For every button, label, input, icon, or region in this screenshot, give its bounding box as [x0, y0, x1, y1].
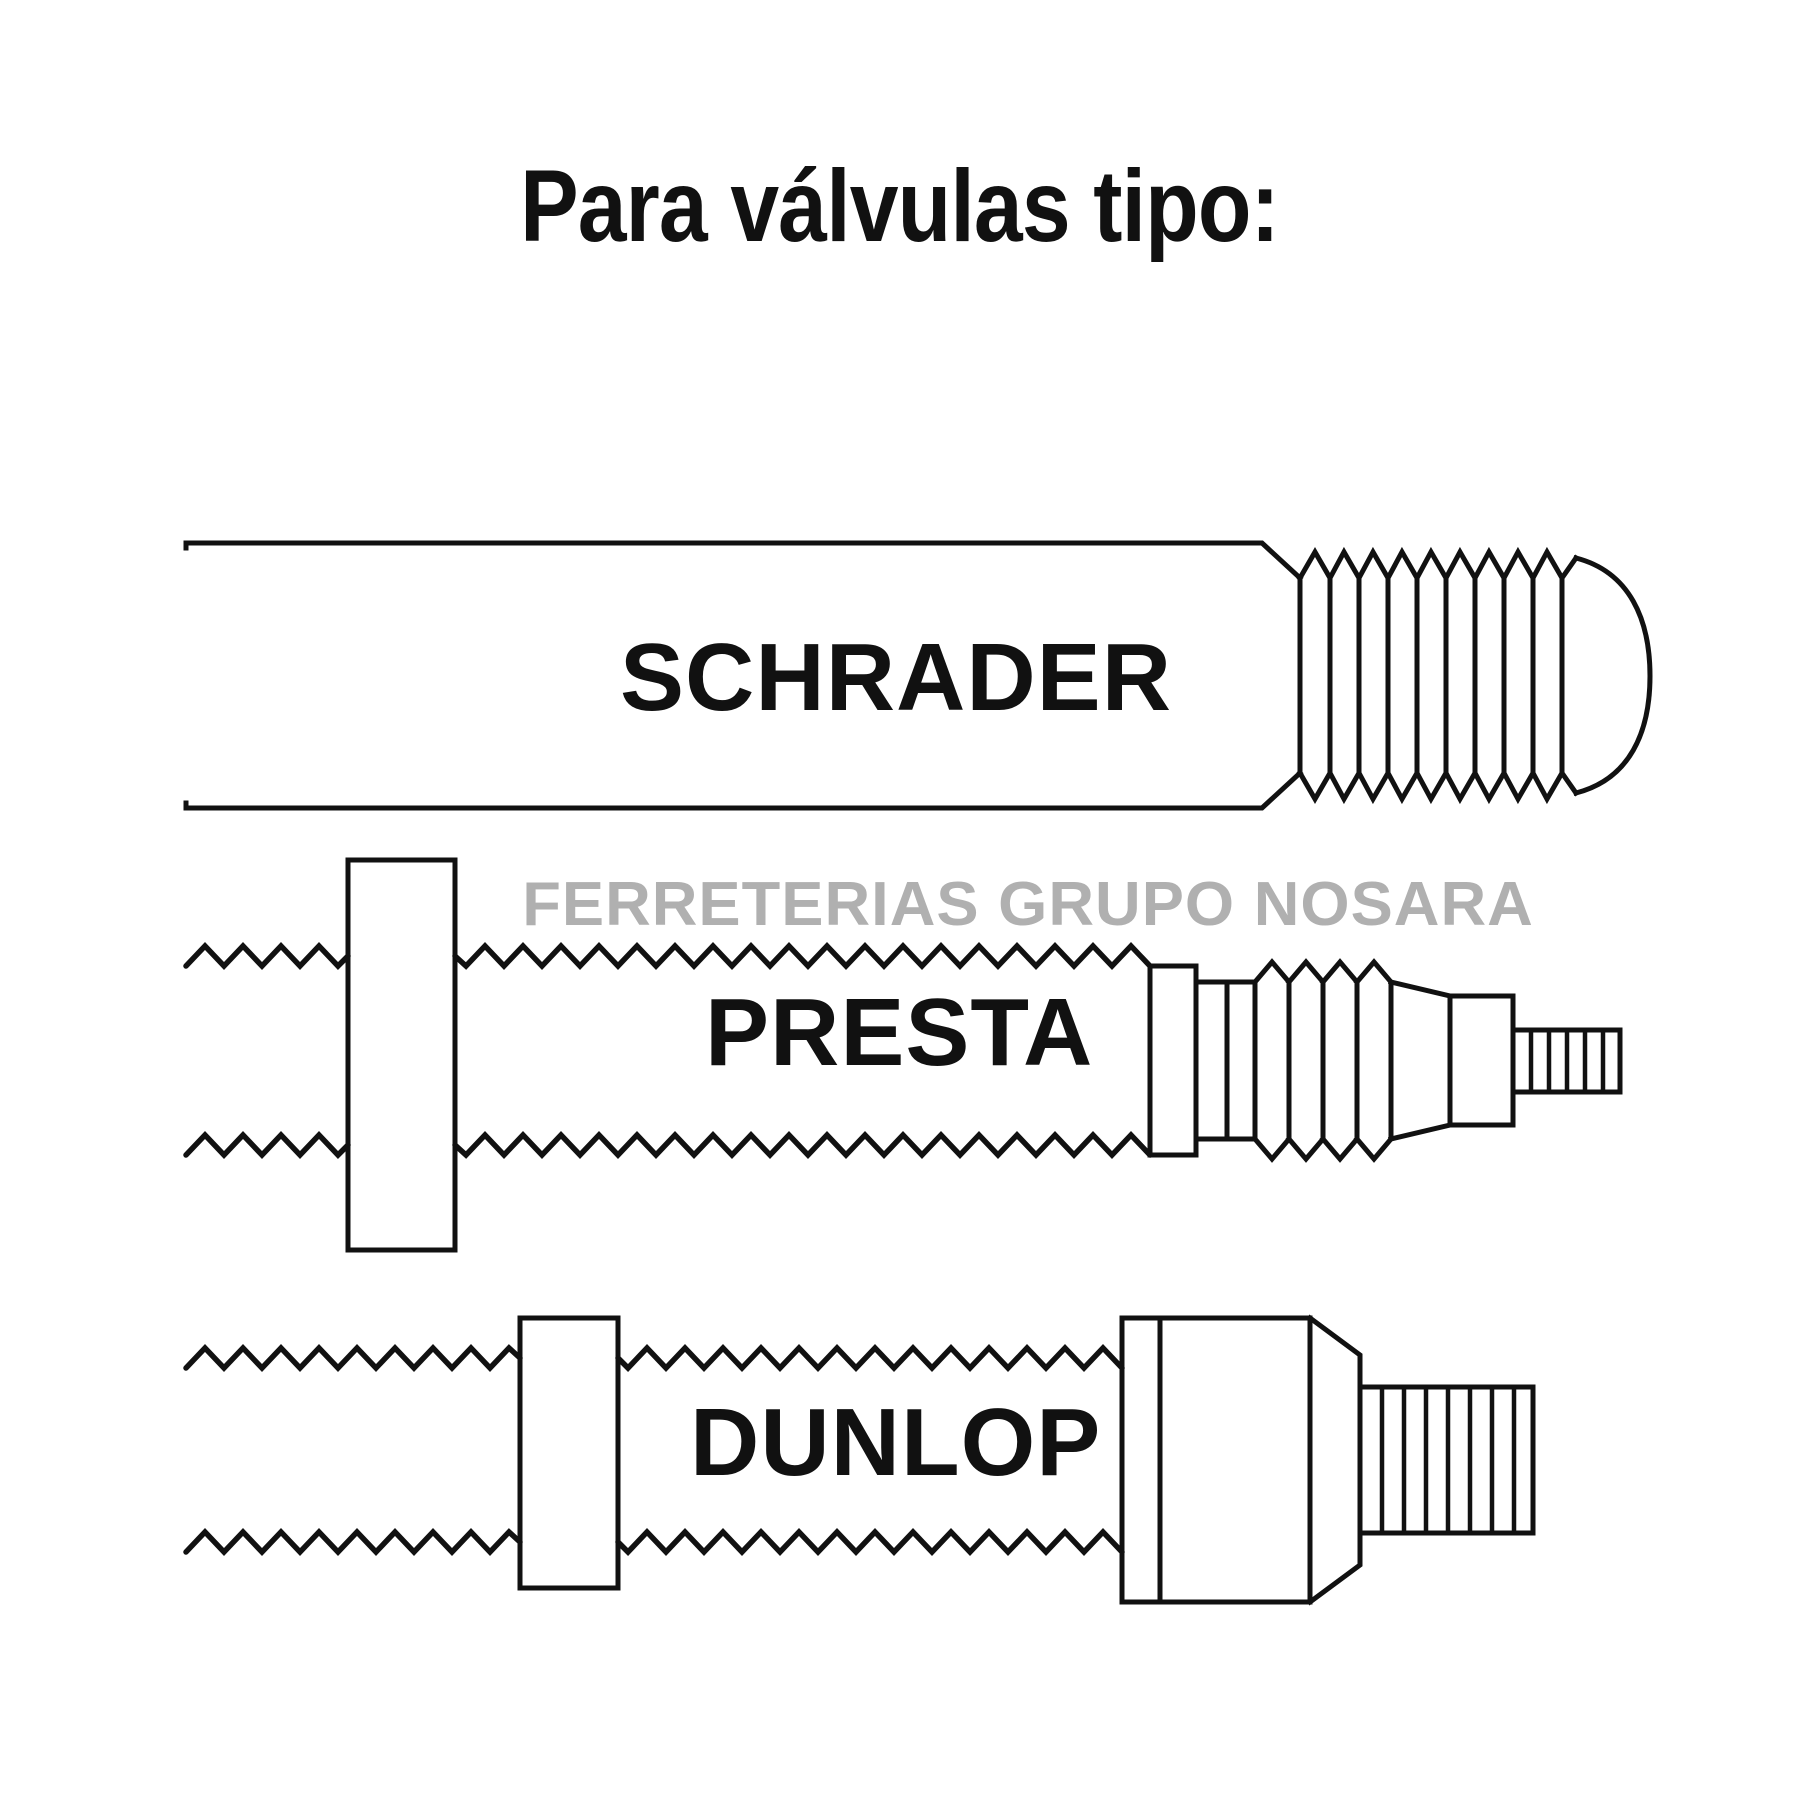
dunlop-head-chamfer	[1306, 1314, 1363, 1606]
dunlop-label: DUNLOP	[690, 1389, 1101, 1496]
watermark-text: FERRETERIAS GRUPO NOSARA	[522, 870, 1534, 939]
schrader-body-top	[183, 540, 1304, 582]
dunlop-upper-zigzag-left	[183, 1344, 523, 1372]
presta-bellow-1	[1252, 958, 1292, 1163]
presta-label: PRESTA	[705, 979, 1093, 1086]
presta-lock-nut	[345, 857, 458, 1253]
presta-neck-block	[1447, 993, 1516, 1128]
presta-valve-diagram: FERRETERIAS GRUPO NOSARA PRESTA	[183, 857, 1623, 1253]
presta-bellow-4	[1353, 958, 1394, 1163]
schrader-thread-top-sawtooth	[1296, 546, 1580, 584]
dunlop-lower-zigzag-right	[615, 1528, 1125, 1556]
presta-knurled-tip	[1510, 1027, 1623, 1095]
presta-head-base-block	[1147, 963, 1199, 1158]
dunlop-lower-zigzag-left	[183, 1528, 523, 1556]
dunlop-upper-zigzag-right	[615, 1344, 1125, 1372]
schrader-rounded-tip	[1572, 554, 1653, 797]
schrader-thread-flutes	[1297, 575, 1565, 776]
schrader-valve-diagram: SCHRADER	[183, 540, 1653, 811]
presta-taper-cone	[1387, 978, 1453, 1143]
presta-bellow-2	[1285, 958, 1326, 1163]
presta-upper-zigzag-right	[452, 942, 1153, 970]
dunlop-threaded-tip	[1357, 1384, 1536, 1536]
schrader-body-bottom	[183, 769, 1304, 811]
presta-upper-zigzag-left	[183, 942, 351, 970]
presta-lower-zigzag-left	[183, 1131, 351, 1159]
schrader-thread-bottom-sawtooth	[1296, 767, 1580, 805]
presta-lower-zigzag-right	[452, 1131, 1153, 1159]
dunlop-head-body	[1119, 1315, 1313, 1605]
dunlop-collar	[517, 1315, 621, 1591]
schrader-label: SCHRADER	[620, 624, 1172, 731]
presta-bellow-3	[1319, 958, 1360, 1163]
dunlop-valve-diagram: DUNLOP	[183, 1314, 1536, 1606]
page-title: Para válvulas tipo:	[520, 149, 1280, 263]
